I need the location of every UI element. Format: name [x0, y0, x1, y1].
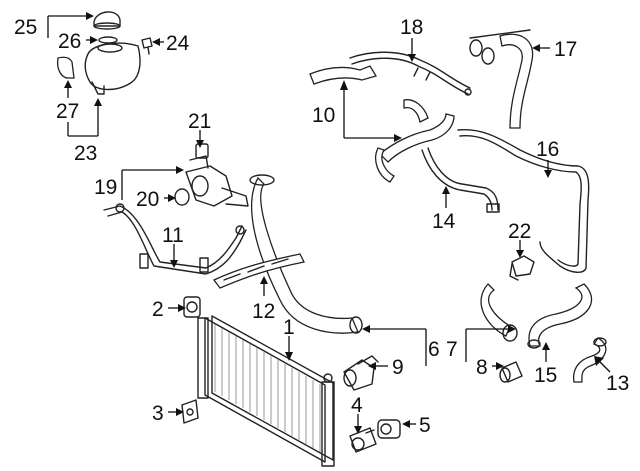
hose-17 [469, 29, 534, 129]
hose-10 [309, 65, 455, 183]
callout-27: 27 [56, 100, 79, 123]
callout-18: 18 [400, 16, 423, 39]
callout-13: 13 [606, 372, 629, 395]
callout-1: 1 [283, 316, 295, 339]
callout-3: 3 [152, 402, 164, 425]
callout-20: 20 [136, 188, 159, 211]
thermostat-9 [343, 355, 379, 391]
callout-2: 2 [152, 298, 164, 321]
mount-bushing-2 [183, 296, 201, 318]
hose-15 [527, 283, 593, 349]
callout-5: 5 [419, 414, 431, 437]
callout-26: 26 [58, 30, 81, 53]
drain-plug-5 [377, 419, 401, 439]
callout-9: 9 [392, 356, 404, 379]
hose-end-8 [499, 361, 523, 383]
callout-6: 6 [428, 338, 440, 361]
gasket-20 [174, 188, 190, 206]
coolant-pipe-16 [457, 128, 590, 273]
callout-11: 11 [162, 224, 184, 247]
callout-15: 15 [534, 364, 557, 387]
coolant-pipe-11 [103, 203, 247, 275]
callout-23: 23 [74, 142, 97, 165]
callout-14: 14 [432, 210, 456, 233]
callout-19: 19 [94, 176, 117, 199]
hose-18 [349, 51, 472, 96]
callout-16: 16 [536, 138, 559, 161]
coolant-pipe-14 [421, 147, 500, 213]
leader-lines [47, 12, 611, 434]
hose-7 [480, 283, 518, 342]
callout-24: 24 [166, 32, 190, 55]
o-ring-26 [98, 36, 118, 44]
callout-22: 22 [508, 220, 531, 243]
bolt-24 [141, 37, 153, 55]
callout-25: 25 [14, 16, 37, 39]
callout-17: 17 [554, 38, 577, 61]
temp-sensor-4 [349, 427, 377, 453]
callout-21: 21 [188, 110, 211, 133]
connector-22 [509, 255, 535, 281]
lower-radiator-hose [249, 174, 363, 334]
radiator [197, 315, 335, 467]
callout-4: 4 [351, 394, 363, 417]
bracket-3 [181, 399, 199, 424]
hose-27 [56, 56, 75, 79]
callout-12: 12 [252, 300, 275, 323]
callout-10: 10 [312, 104, 335, 127]
coolant-reservoir-23 [84, 42, 141, 95]
hose-12 [212, 253, 305, 289]
callout-8: 8 [476, 356, 488, 379]
coolant-flange-19 [185, 155, 249, 207]
callout-7: 7 [446, 338, 458, 361]
callout-labels: 1 2 3 4 5 6 7 8 9 10 11 12 13 14 15 16 1… [14, 16, 629, 437]
reservoir-cap-25 [93, 11, 121, 30]
